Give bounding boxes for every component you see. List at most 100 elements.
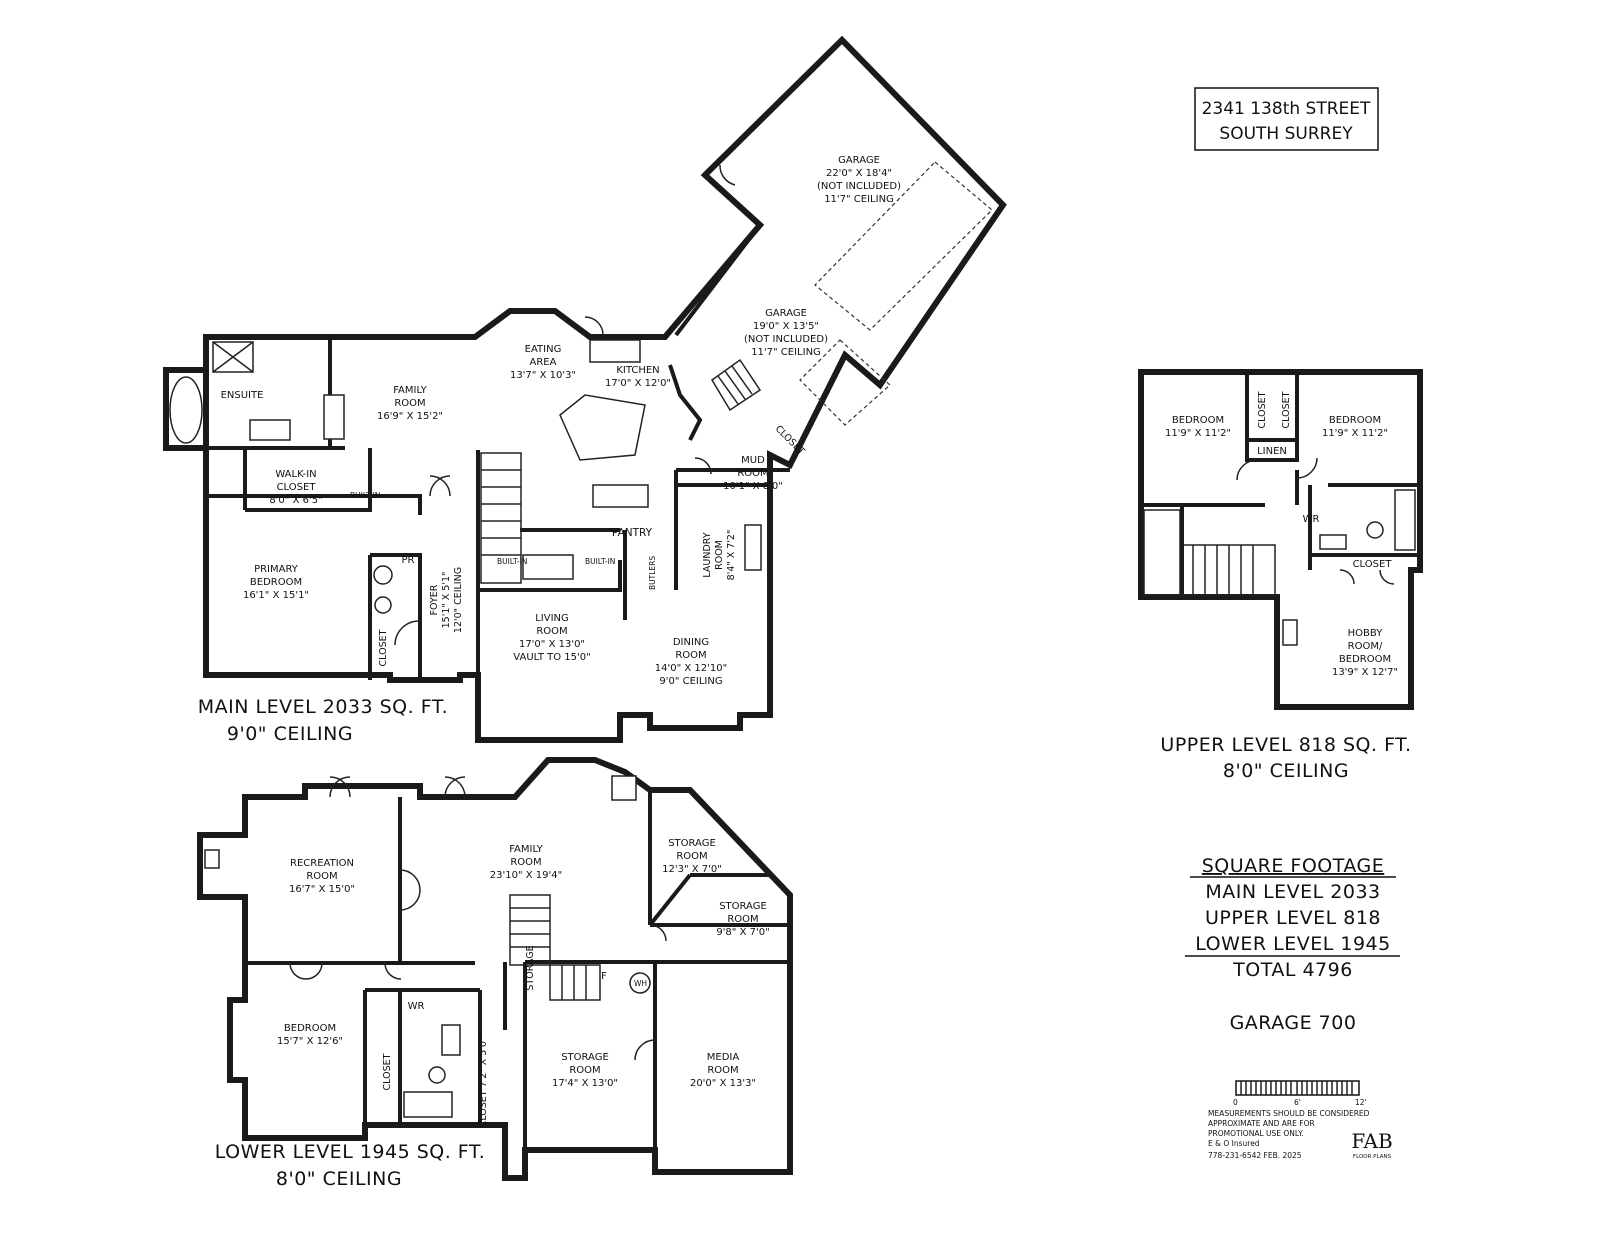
laundry-name-1: LAUNDRY bbox=[702, 532, 713, 577]
laundry-name-2: ROOM bbox=[714, 540, 725, 570]
garage-door-top bbox=[814, 161, 993, 331]
lower-level-title: LOWER LEVEL 1945 SQ. FT. bbox=[215, 1141, 486, 1163]
square-footage-summary: SQUARE FOOTAGE MAIN LEVEL 2033 UPPER LEV… bbox=[1185, 855, 1400, 1034]
eating-area-name-1: EATING bbox=[525, 344, 562, 355]
upper-bedroom-right-size: 11'9" X 11'2" bbox=[1322, 428, 1388, 439]
laundry-label-group: LAUNDRY ROOM 8'4" X 7'2" bbox=[702, 530, 737, 581]
sqft-lower: LOWER LEVEL 1945 bbox=[1195, 933, 1390, 955]
lower-bedroom-size: 15'7" X 12'6" bbox=[277, 1036, 343, 1047]
address-block: 2341 138th STREET SOUTH SURREY bbox=[1194, 87, 1379, 151]
storage-3-name-2: ROOM bbox=[569, 1065, 600, 1076]
disclaimer-line-4: E & O Insured bbox=[1208, 1139, 1260, 1148]
upper-level-exterior-wall bbox=[1138, 369, 1423, 710]
upper-door-swings bbox=[1236, 457, 1395, 585]
mud-room-size: 10'1" X 8'0" bbox=[723, 481, 783, 492]
upper-interior-walls bbox=[1141, 372, 1420, 597]
furnace-label: F bbox=[601, 971, 607, 982]
media-room-name-1: MEDIA bbox=[707, 1052, 740, 1063]
main-closet-label-group: CLOSET bbox=[378, 629, 389, 666]
lower-door-swings bbox=[289, 776, 667, 1061]
pantry-counter bbox=[592, 484, 649, 508]
lower-toilet bbox=[428, 1066, 446, 1084]
upper-bedroom-right-name: BEDROOM bbox=[1329, 415, 1381, 426]
main-room-labels: GARAGE 22'0" X 18'4" (NOT INCLUDED) 11'7… bbox=[221, 155, 902, 687]
sqft-total: TOTAL 4796 bbox=[1232, 959, 1353, 981]
primary-bedroom-name-1: PRIMARY bbox=[254, 564, 299, 575]
upper-toilet bbox=[1366, 521, 1384, 539]
upper-closet-1-group: CLOSET bbox=[1257, 391, 1268, 428]
garage-top-size: 22'0" X 18'4" bbox=[826, 168, 892, 179]
storage-2-name-2: ROOM bbox=[727, 914, 758, 925]
rec-room-name-1: RECREATION bbox=[290, 858, 354, 869]
lower-family-name-2: ROOM bbox=[510, 857, 541, 868]
kitchen-sink bbox=[589, 339, 641, 363]
walk-in-closet-name-2: CLOSET bbox=[277, 482, 317, 493]
hobby-sink bbox=[1282, 619, 1298, 646]
foyer-label-group: FOYER 15'1" X 5'1" 12'0" CEILING bbox=[429, 567, 464, 633]
fireplace-family bbox=[323, 394, 345, 440]
upper-closet-1-label: CLOSET bbox=[1257, 391, 1268, 428]
rec-room-sink bbox=[204, 849, 220, 869]
lower-bathtub bbox=[403, 1091, 453, 1118]
lower-stairs bbox=[509, 894, 601, 1001]
scale-label-0: 0 bbox=[1233, 1098, 1238, 1107]
address-line-1: 2341 138th STREET bbox=[1202, 99, 1371, 119]
hobby-name-2: ROOM/ bbox=[1348, 641, 1383, 652]
lower-wr-label: WR bbox=[408, 1001, 425, 1012]
lower-closet-small-group: CLOSET 7'2" X 5'0" bbox=[478, 1037, 489, 1128]
disclaimer-line-5: 778-231-6542 FEB. 2025 bbox=[1208, 1151, 1302, 1160]
garage-top-note: (NOT INCLUDED) bbox=[817, 181, 901, 192]
media-room-size: 20'0" X 13'3" bbox=[690, 1078, 756, 1089]
dining-room-name-2: ROOM bbox=[675, 650, 706, 661]
fab-logo: FAB FLOOR PLANS bbox=[1351, 1129, 1392, 1160]
upper-bathtub bbox=[1394, 489, 1416, 551]
living-room-size: 17'0" X 13'0" bbox=[519, 639, 585, 650]
address-line-2: SOUTH SURREY bbox=[1219, 124, 1353, 144]
family-room-size: 16'9" X 15'2" bbox=[377, 411, 443, 422]
garage-bottom-size: 19'0" X 13'5" bbox=[753, 321, 819, 332]
linen-label: LINEN bbox=[1257, 446, 1287, 457]
garage-door-bottom bbox=[799, 339, 891, 426]
lower-storage-label: STORAGE bbox=[525, 945, 536, 990]
living-room-name-2: ROOM bbox=[536, 626, 567, 637]
ensuite-name: ENSUITE bbox=[221, 390, 264, 401]
upper-level-plan: BEDROOM 11'9" X 11'2" BEDROOM 11'9" X 11… bbox=[1138, 369, 1423, 782]
lower-family-size: 23'10" X 19'4" bbox=[490, 870, 562, 881]
disclaimer-line-3: PROMOTIONAL USE ONLY. bbox=[1208, 1129, 1304, 1138]
shower-cross-b bbox=[212, 341, 254, 373]
scale-bar: 0 6' 12' bbox=[1233, 1080, 1367, 1107]
butlers-label-group: BUTLERS bbox=[648, 556, 657, 590]
butlers-label: BUTLERS bbox=[648, 556, 657, 590]
upper-room-labels: BEDROOM 11'9" X 11'2" BEDROOM 11'9" X 11… bbox=[1165, 391, 1398, 678]
water-heater-label: WH bbox=[634, 979, 647, 988]
storage-1-size: 12'3" X 7'0" bbox=[662, 864, 722, 875]
fireplace-living bbox=[522, 554, 574, 580]
scale-bar-ticks bbox=[1240, 1081, 1353, 1095]
foyer-name: FOYER bbox=[429, 584, 440, 615]
garage-top-ceiling: 11'7" CEILING bbox=[824, 194, 894, 205]
main-closet-label: CLOSET bbox=[378, 629, 389, 666]
garage-bottom-note: (NOT INCLUDED) bbox=[744, 334, 828, 345]
main-stairs bbox=[480, 452, 522, 584]
laundry-machines bbox=[744, 524, 762, 571]
walk-in-closet-name-1: WALK-IN bbox=[275, 469, 316, 480]
fab-logo-sub: FLOOR PLANS bbox=[1353, 1154, 1392, 1160]
storage-3-size: 17'4" X 13'0" bbox=[552, 1078, 618, 1089]
upper-closet-3-label: CLOSET bbox=[1353, 559, 1393, 570]
pr-toilet bbox=[373, 565, 393, 585]
upper-level-ceiling: 8'0" CEILING bbox=[1223, 760, 1349, 782]
water-heater bbox=[629, 972, 651, 994]
soaker-tub bbox=[169, 376, 203, 444]
kitchen-island bbox=[559, 394, 646, 461]
dining-room-size: 14'0" X 12'10" bbox=[655, 663, 727, 674]
main-level-exterior-wall bbox=[203, 35, 1007, 743]
disclaimer-block: MEASUREMENTS SHOULD BE CONSIDERED APPROX… bbox=[1208, 1109, 1370, 1160]
garage-stairs bbox=[711, 358, 762, 412]
scale-label-12: 12' bbox=[1355, 1098, 1367, 1107]
lower-family-name-1: FAMILY bbox=[509, 844, 543, 855]
built-in-label-3: BUILT-IN bbox=[350, 491, 380, 500]
dining-room-ceiling: 9'0" CEILING bbox=[659, 676, 722, 687]
sqft-garage: GARAGE 700 bbox=[1230, 1012, 1357, 1034]
garage-bottom-name: GARAGE bbox=[765, 308, 807, 319]
built-in-label-1: BUILT-IN bbox=[497, 557, 527, 566]
